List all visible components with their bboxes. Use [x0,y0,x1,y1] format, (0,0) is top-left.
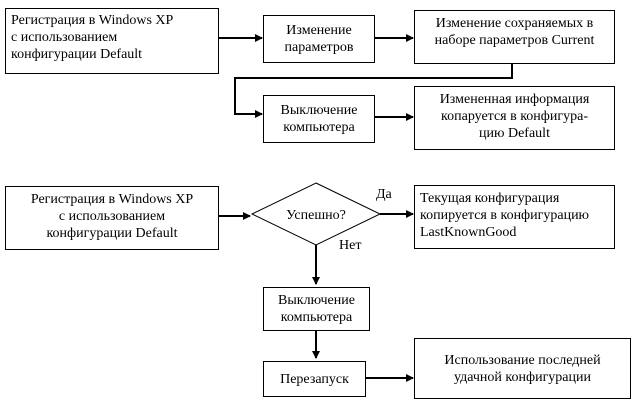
flow1-login-box: Регистрация в Windows XP с использование… [5,8,219,74]
flow2-login-box: Регистрация в Windows XP с использование… [5,186,219,250]
flow2-restart-box: Перезапуск [263,361,366,397]
flow2-use-last-good-box: Использование последней удачной конфигур… [414,338,631,399]
decision-no-label: Нет [339,238,362,253]
decision-label: Успешно? [286,208,346,223]
flow1-change-params-box: Изменение параметров [263,15,375,63]
flow1-copied-default-box: Измененная информация копаруется в конфи… [414,86,615,150]
flow2-shutdown-box: Выключение компьютера [263,287,370,331]
flow1-change-saved-box: Изменение сохраняемых в наборе параметро… [414,10,615,64]
decision-yes-label: Да [376,187,392,202]
flow1-shutdown-box: Выключение компьютера [263,95,375,143]
flow2-copied-lkg-box: Текущая конфигурация копируется в конфиг… [414,185,615,249]
arrow-change-saved-to-shutdown [234,64,513,118]
